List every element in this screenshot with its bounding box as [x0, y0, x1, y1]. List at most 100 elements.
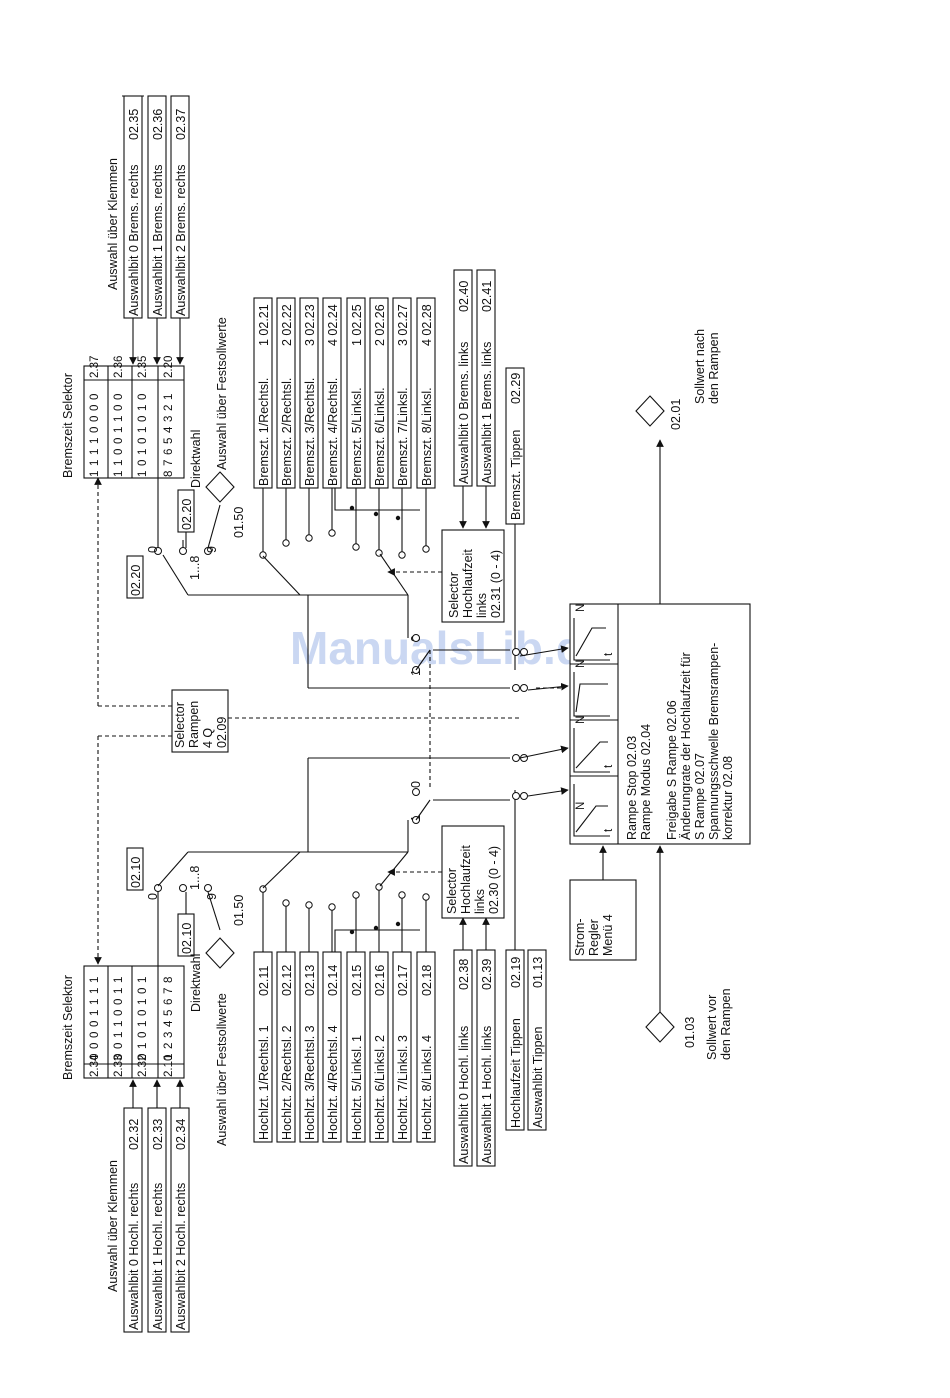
svg-text:02.38: 02.38: [457, 959, 471, 990]
svg-text:Direktwahl: Direktwahl: [189, 954, 203, 1012]
table-cell: 0: [89, 1054, 101, 1060]
bottom-time-2: Hochlzt. 2/Rechtsl. 202.12: [276, 951, 296, 1143]
time-code: 02.15: [350, 965, 364, 996]
svg-text:9: 9: [205, 546, 219, 553]
svg-text:02.39: 02.39: [480, 959, 494, 990]
svg-text:t: t: [603, 764, 615, 768]
table-cell: 1: [137, 405, 149, 411]
top-param-0220a: [126, 555, 144, 599]
svg-text:Hochlaufzeit Tippen: Hochlaufzeit Tippen: [509, 1018, 523, 1128]
top-tippen: Bremszt. Tippen 02.29: [505, 367, 525, 525]
time-label: Bremszt. 5/Linksl.: [350, 387, 364, 486]
strom-regler: Strom- Regler Menü 4: [569, 879, 637, 961]
table-header: 2.34: [89, 1054, 101, 1077]
table-cell: 1: [113, 416, 125, 422]
svg-text:Direktwahl: Direktwahl: [189, 430, 203, 488]
table-cell: 1: [113, 460, 125, 466]
table-cell: 0: [137, 460, 149, 466]
top-time-4: Bremszt. 4/Rechtsl.4 02.24: [322, 297, 342, 489]
svg-text:Auswahl über Festsollwerte: Auswahl über Festsollwerte: [215, 993, 229, 1146]
top-time-6: Bremszt. 6/Linksl. 2 02.26: [369, 297, 389, 489]
table-cell: 6: [163, 449, 175, 455]
table-cell: 1: [137, 1043, 149, 1049]
svg-text:Auswahlbit 0 Brems. links: Auswahlbit 0 Brems. links: [457, 342, 471, 484]
svg-text:links: links: [475, 593, 489, 618]
time-code: 02.14: [326, 965, 340, 996]
svg-text:01.03: 01.03: [683, 1017, 697, 1048]
ramp-switch-top: [512, 645, 569, 692]
svg-text:0: 0: [409, 781, 423, 788]
bottom-time-7: Hochlzt. 7/Linksl. 302.17: [392, 951, 412, 1143]
svg-text:Menü 4: Menü 4: [601, 914, 615, 956]
bottom-direktwahl-diamond: [205, 937, 235, 969]
ramp-graph-4: N t: [573, 784, 615, 837]
output-diamond: [635, 395, 665, 427]
table-cell: 1: [163, 394, 175, 400]
table-cell: 8: [163, 977, 175, 983]
table-cell: 2: [163, 1043, 175, 1049]
svg-text:02.34: 02.34: [174, 1119, 188, 1150]
time-code: 4 02.28: [420, 304, 434, 346]
top-time-8: Bremszt. 8/Linksl. 4 02.28: [416, 297, 436, 489]
table-cell: 1: [137, 1021, 149, 1027]
svg-text:02.31 (0 - 4): 02.31 (0 - 4): [489, 550, 503, 618]
time-label: Hochlzt. 3/Rechtsl. 3: [303, 1025, 317, 1140]
ramp-param-5: S Rampe 02.07: [693, 753, 707, 840]
svg-text:Auswahlbit 0 Hochl. rechts: Auswahlbit 0 Hochl. rechts: [127, 1183, 141, 1330]
svg-text:02.19: 02.19: [509, 957, 523, 988]
time-label: Bremszt. 2/Rechtsl.: [280, 378, 294, 486]
time-label: Hochlzt. 8/Linksl. 4: [420, 1035, 434, 1140]
svg-text:Auswahlbit 0 Hochl. links: Auswahlbit 0 Hochl. links: [457, 1026, 471, 1164]
svg-text:N: N: [575, 802, 587, 810]
table-header: 2.35: [137, 356, 149, 378]
top-bit-2: Auswahlbit 2 Brems. rechts 02.37: [170, 95, 190, 319]
time-code: 1 02.21: [257, 304, 271, 346]
table-cell: 2: [163, 405, 175, 411]
ramp-param-2: Rampe Modus 02.04: [639, 724, 653, 840]
table-header: 2.32: [137, 1055, 149, 1077]
table-cell: 1: [137, 977, 149, 983]
svg-text:Regler: Regler: [587, 919, 601, 956]
ramp-param-6: Spannungsschwelle Bremsrampen-: [707, 643, 721, 840]
table-cell: 7: [163, 460, 175, 466]
svg-text:1...8: 1...8: [188, 556, 202, 580]
bottom-param-0210a: [126, 847, 144, 891]
bottom-links-bit-1: Auswahlbit 1 Hochl. links 02.39: [476, 949, 496, 1167]
svg-text:Hochlaufzeit: Hochlaufzeit: [459, 845, 473, 914]
time-code: 02.16: [373, 965, 387, 996]
svg-text:02.01: 02.01: [669, 399, 683, 430]
top-time-7: Bremszt. 7/Linksl.3 02.27: [392, 297, 412, 489]
svg-text:9: 9: [205, 893, 219, 900]
time-code: 4 02.24: [326, 304, 340, 346]
svg-text:Sollwert nach: Sollwert nach: [693, 329, 707, 404]
table-cell: 0: [89, 1032, 101, 1038]
time-code: 2 02.26: [373, 304, 387, 346]
time-label: Bremszt. 1/Rechtsl.: [257, 378, 271, 486]
rampen-selector: Selector Rampen 4 Q 02.09: [171, 689, 229, 753]
bottom-bit-2: Auswahlbit 2 Hochl. rechts 02.34: [170, 1107, 190, 1333]
time-label: Hochlzt. 5/Linksl. 1: [350, 1035, 364, 1140]
table-cell: 1: [89, 449, 101, 455]
time-label: Bremszt. 6/Linksl.: [373, 387, 387, 486]
time-code: 2 02.22: [280, 304, 294, 346]
table-cell: 1: [89, 1010, 101, 1016]
time-code: 1 02.25: [350, 304, 364, 346]
svg-text:02.36: 02.36: [151, 109, 165, 140]
table-cell: 1: [137, 999, 149, 1005]
svg-text:02.20: 02.20: [180, 499, 194, 530]
svg-text:0: 0: [146, 893, 160, 900]
svg-text:Bremszt. Tippen: Bremszt. Tippen: [509, 430, 523, 520]
table-cell: 0: [137, 438, 149, 444]
top-time-3: Bremszt. 3/Rechtsl.3 02.23: [299, 297, 319, 489]
bottom-klemmen-label: Auswahl über Klemmen: [106, 1160, 120, 1292]
watermark: ManualsLib.de: [290, 622, 609, 674]
time-label: Hochlzt. 2/Rechtsl. 2: [280, 1025, 294, 1140]
time-label: Hochlzt. 6/Linksl. 2: [373, 1035, 387, 1140]
ramp-graph-3: N t: [573, 716, 615, 773]
table-cell: 0: [89, 1021, 101, 1027]
table-cell: 1: [89, 438, 101, 444]
time-label: Bremszt. 8/Linksl.: [420, 387, 434, 486]
